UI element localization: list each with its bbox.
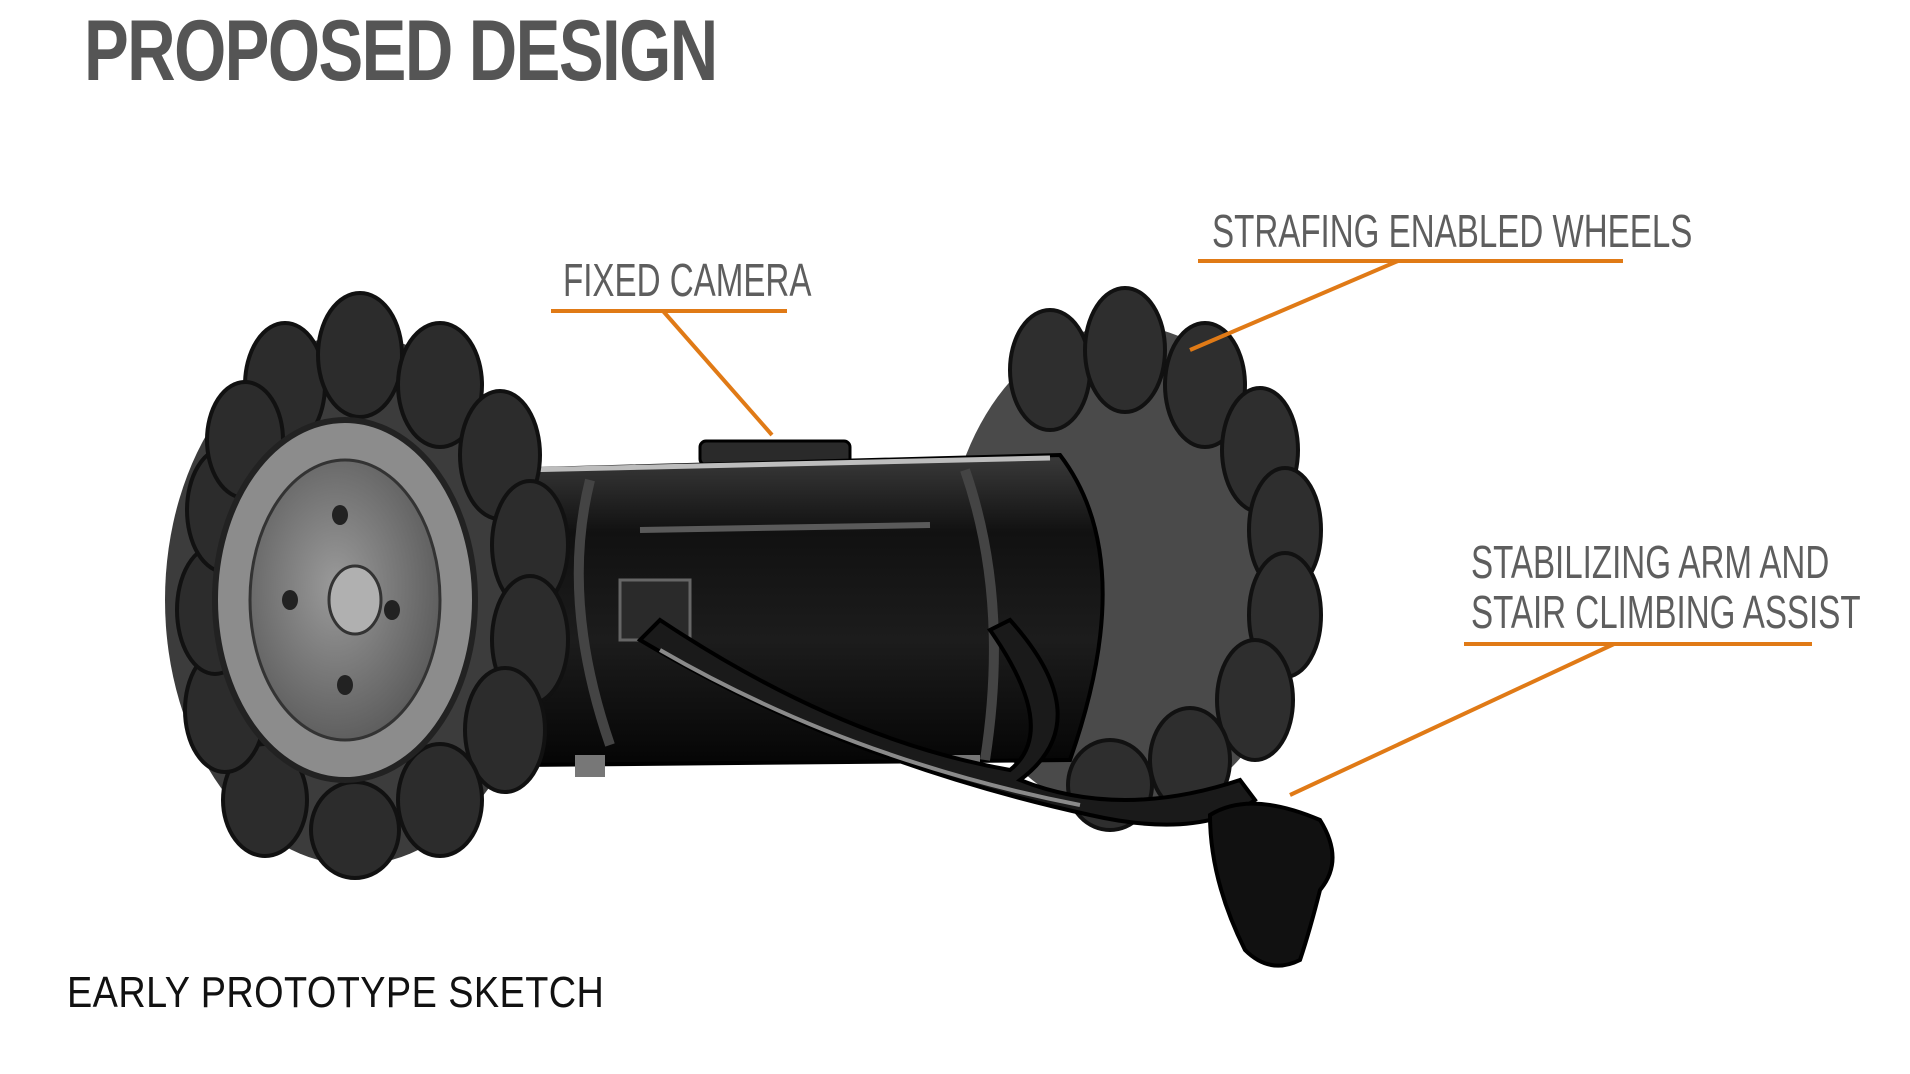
fixed-camera-label: FIXED CAMERA bbox=[563, 254, 812, 306]
stabilizing-arm-underline bbox=[1464, 642, 1812, 646]
strafing-wheels-label: STRAFING ENABLED WHEELS bbox=[1212, 205, 1693, 257]
caption: EARLY PROTOTYPE SKETCH bbox=[67, 968, 605, 1017]
stabilizing-arm bbox=[636, 617, 1335, 968]
fixed-camera-underline bbox=[551, 309, 787, 313]
stabilizing-arm-label-line1: STABILIZING ARM AND bbox=[1471, 536, 1830, 588]
robot-body bbox=[497, 439, 1105, 777]
stabilizing-arm-label-line2: STAIR CLIMBING ASSIST bbox=[1471, 586, 1861, 638]
leader-lines bbox=[661, 259, 1615, 797]
slide-title: PROPOSED DESIGN bbox=[84, 3, 718, 99]
front-wheel bbox=[165, 291, 570, 880]
strafing-wheels-underline bbox=[1198, 259, 1623, 263]
